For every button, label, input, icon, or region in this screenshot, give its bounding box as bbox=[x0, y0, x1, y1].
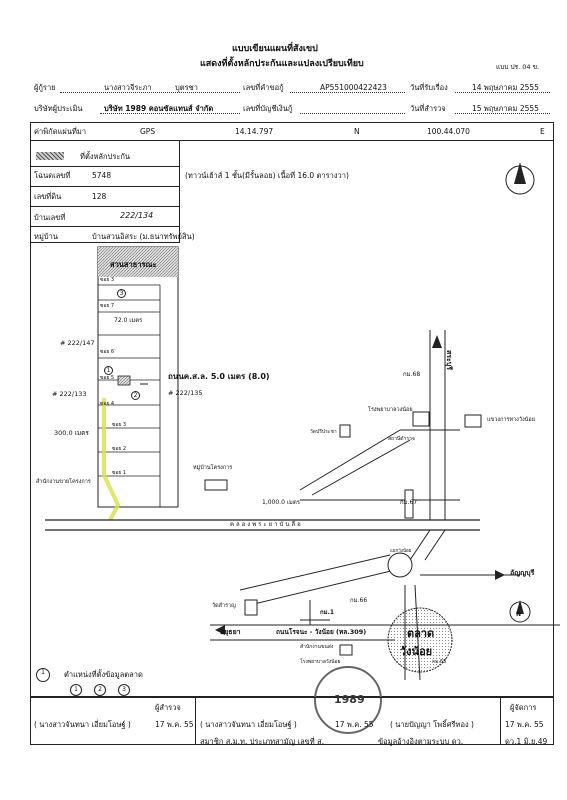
legend-text: ที่ตั้งหลักประกัน bbox=[80, 152, 131, 161]
police-label: สถานีตำรวจ bbox=[388, 436, 415, 442]
stamp-text: 1989 bbox=[334, 693, 365, 706]
km66-label: กม.66 bbox=[350, 597, 368, 604]
surveyor-date: 17 พ.ค. 55 bbox=[155, 720, 194, 729]
compare-1: 1 bbox=[70, 684, 82, 696]
borrower-surname: บุตรชา bbox=[175, 83, 198, 92]
to-ayutthaya-label: อยุธยา bbox=[220, 628, 241, 636]
account-label: เลขที่บัญชีเงินกู้ bbox=[243, 104, 293, 113]
marker-3: 3 bbox=[117, 289, 126, 298]
form-number: แบบ ปร. 04 ข. bbox=[496, 63, 540, 71]
km67-label: กม.67 bbox=[400, 499, 418, 506]
manager-label: ผู้จัดการ bbox=[510, 703, 537, 712]
hospital2-label: โรงพยาบาลวังน้อย bbox=[300, 659, 341, 665]
legend-swatch bbox=[36, 152, 64, 160]
to-saraburi-label: สระบุรี bbox=[445, 350, 453, 370]
distance-300: 300.0 เมตร bbox=[54, 429, 89, 437]
temple2-label: วัดสำราญ bbox=[212, 603, 236, 609]
ref-222-135: # 222/135 bbox=[168, 389, 203, 397]
market2-label: วังน้อย bbox=[400, 645, 433, 658]
borrower-label: ผู้กู้ราย bbox=[34, 83, 56, 92]
north-label: N bbox=[516, 611, 522, 618]
village-value: บ้านสวนอิสระ (ม.ธนาทรัพย์สิน) bbox=[92, 232, 195, 241]
survey-date-label: วันที่สำรวจ bbox=[410, 104, 446, 113]
version-label: ดว.1 มิ.ย.49 bbox=[505, 737, 548, 746]
compare-2: 2 bbox=[94, 684, 106, 696]
approver-name: ( นายปัญญา โพธิ์ศรีทอง ) bbox=[390, 720, 474, 729]
reviewer-date: 17 พ.ค. 55 bbox=[335, 720, 374, 729]
company-label: บริษัทผู้ประเมิน bbox=[34, 104, 83, 113]
house-label: บ้านเลขที่ bbox=[34, 213, 66, 222]
intersection-label: แยกวังน้อย bbox=[390, 549, 412, 554]
house-value: 222/134 bbox=[120, 211, 154, 220]
soi-3-label: ซอย 3 bbox=[100, 277, 115, 283]
surveyor-name: ( นางสาวจันทนา เอี่ยมโอษฐ์ ) bbox=[34, 720, 131, 729]
reviewer-name: ( นางสาวจันทนา เอี่ยมโอษฐ์ ) bbox=[200, 720, 297, 729]
property-description: (ทาวน์เฮ้าส์ 1 ชั้น(มีรั้นลอย) เนื้อที่ … bbox=[185, 171, 349, 180]
garden-label: สวนสาธารณะ bbox=[110, 260, 157, 269]
km1-label: กม.1 bbox=[320, 609, 335, 616]
surveyor-label: ผู้สำรวจ bbox=[155, 703, 181, 712]
member-tail: ข้อมูลอ้างอิงตามระบบ ดว. bbox=[378, 737, 464, 746]
recv-date-value: 14 พฤษภาคม 2555 bbox=[472, 83, 539, 92]
village-gate-label: หมู่บ้านโครงการ bbox=[193, 465, 233, 471]
company-value: บริษัท 1989 คอนซัลแทนส์ จำกัด bbox=[104, 104, 214, 113]
market-label: ตลาด bbox=[407, 627, 435, 640]
sales-office-label: สำนักงานขายโครงการ bbox=[36, 479, 91, 485]
title-line-1: แบบเขียนแผนที่สังเขป bbox=[232, 44, 318, 54]
km68-label: กม.68 bbox=[403, 371, 421, 378]
gps-east: 100.44.070 bbox=[427, 127, 470, 136]
soi-3b-label: ซอย 3 bbox=[112, 422, 127, 428]
compare-legend: ตำแหน่งที่ตั้งข้อมูลตลาด bbox=[64, 670, 143, 679]
land-value: 128 bbox=[92, 192, 107, 201]
compare-3: 3 bbox=[118, 684, 130, 696]
village-label: หมู่บ้าน bbox=[34, 232, 58, 241]
soi-1-label: ซอย 1 bbox=[112, 470, 127, 476]
soi-7-label: ซอย 7 bbox=[100, 303, 115, 309]
signature-box bbox=[30, 697, 554, 745]
legend-marker-1: 1 bbox=[36, 668, 50, 682]
gps-north: 14.14.797 bbox=[235, 127, 274, 136]
road-rojana-label: ถนนโรจนะ - วังน้อย (ทล.309) bbox=[276, 628, 367, 636]
land-label: เลขที่ดิน bbox=[34, 192, 62, 201]
deed-value: 5748 bbox=[92, 171, 112, 180]
km65-label: กม.65 bbox=[432, 659, 447, 665]
soi-6-label: ซอย 6 bbox=[100, 349, 115, 355]
ref-222-133: # 222/133 bbox=[52, 390, 87, 398]
loan-no-value: AP551000422423 bbox=[320, 83, 387, 92]
map-frame bbox=[30, 122, 554, 697]
gps-type: GPS bbox=[140, 127, 156, 136]
title-line-2: แสดงที่ตั้งหลักประกันและแปลงเปรียบเทียบ bbox=[200, 59, 364, 69]
marker-1: 1 bbox=[104, 366, 113, 375]
marker-2: 2 bbox=[131, 391, 140, 400]
gps-n-label: N bbox=[354, 127, 360, 136]
width-72-label: 72.0 เมตร bbox=[114, 317, 143, 324]
gps-e-label: E bbox=[540, 127, 545, 136]
ref-222-147: # 222/147 bbox=[60, 339, 95, 347]
agri-office-label: แขวงการทางวังน้อย bbox=[487, 417, 535, 423]
to-bangpahan-label: อัญญบุรี bbox=[510, 569, 535, 577]
survey-date-value: 15 พฤษภาคม 2555 bbox=[472, 104, 539, 113]
loan-no-label: เลขที่คำขอกู้ bbox=[243, 83, 284, 92]
temple-label: วัดปรีประชา bbox=[310, 429, 337, 435]
member-text: สมาชิก ส.ม.ท. ประเภทสามัญ เลขที่ ส. bbox=[200, 737, 325, 746]
canal-label: คลองพระยาบันลือ bbox=[230, 521, 303, 528]
soi-4-label: ซอย 4 bbox=[100, 401, 115, 407]
borrower-name: นางสาวจีระภา bbox=[104, 83, 152, 92]
recv-date-label: วันที่รับเรื่อง bbox=[410, 83, 448, 92]
soi-2-label: ซอย 2 bbox=[112, 446, 127, 452]
gps-label: ค่าพิกัดแผ่นที่มา bbox=[34, 127, 87, 136]
school-label: โรงพยาบาลวงน้อย bbox=[368, 407, 413, 413]
distance-1000: 1,000.0 เมตร bbox=[262, 499, 300, 506]
property-info-box bbox=[30, 140, 180, 243]
road-ks-label: ถนนค.ส.ล. 5.0 เมตร (8.0) bbox=[168, 372, 270, 381]
soi-5-label: ซอย 5 bbox=[100, 375, 115, 381]
manager-date: 17 พ.ค. 55 bbox=[505, 720, 544, 729]
hospital-label: สำนักงานขนส่ง bbox=[300, 644, 334, 650]
deed-label: โฉนดเลขที่ bbox=[34, 171, 71, 180]
